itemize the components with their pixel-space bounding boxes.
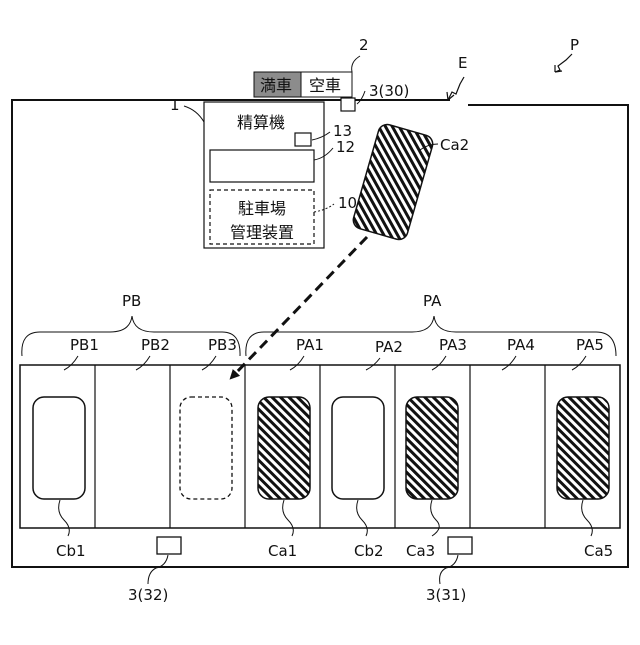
car-label-ca1: Ca1 (268, 542, 297, 560)
car-cb1 (33, 397, 85, 499)
reserved-space-outline (180, 397, 232, 499)
space-label-pa2: PA2 (375, 338, 403, 356)
display-panel (210, 150, 314, 182)
sensor-31-ref: 3(31) (426, 586, 466, 604)
car-ca1 (258, 397, 310, 499)
car-label-ca5: Ca5 (584, 542, 613, 560)
vacant-sign-text: 空車 (309, 76, 341, 95)
car-leader (357, 500, 368, 536)
full-sign-text: 満車 (260, 76, 292, 95)
sensor-32 (157, 537, 181, 554)
car-label-cb1: Cb1 (56, 542, 86, 560)
space-leader (64, 356, 78, 370)
movement-arrow (233, 237, 367, 376)
sensor-31-leader (440, 555, 458, 584)
space-leader (202, 356, 216, 370)
space-label-pa3: PA3 (439, 336, 467, 354)
machine-ref: 1 (170, 96, 180, 114)
manager-line1: 駐車場 (238, 199, 286, 218)
sign-leader (352, 56, 360, 72)
p-pointer (555, 54, 572, 72)
space-label-pb1: PB1 (70, 336, 99, 354)
car-leader (59, 500, 70, 536)
space-leader (432, 356, 446, 370)
car-leader (431, 500, 440, 536)
space-label-pa1: PA1 (296, 336, 324, 354)
sensor-31 (448, 537, 472, 554)
car-cb2 (332, 397, 384, 499)
sensor-30-ref: 3(30) (369, 82, 409, 100)
space-label-pb2: PB2 (141, 336, 170, 354)
space-label-pa5: PA5 (576, 336, 604, 354)
space-leader (366, 358, 380, 370)
space-leader (572, 356, 586, 370)
label-e: E (458, 54, 467, 72)
space-leader (502, 356, 516, 370)
e-pointer (448, 77, 464, 100)
sensor-32-leader (148, 555, 168, 584)
sensor-30-leader (357, 91, 365, 104)
car-leader (283, 500, 294, 536)
car-label-cb2: Cb2 (354, 542, 384, 560)
sign-ref: 2 (359, 36, 369, 54)
space-label-pa4: PA4 (507, 336, 535, 354)
car-ca3 (406, 397, 458, 499)
manager-ref: 10 (338, 194, 357, 212)
display-ref: 12 (336, 138, 355, 156)
machine-title: 精算機 (237, 113, 285, 132)
car-label-ca3: Ca3 (406, 542, 435, 560)
car-ca2 (351, 122, 435, 241)
space-label-pb3: PB3 (208, 336, 237, 354)
car-leader (582, 500, 593, 536)
group-pb-label: PB (122, 292, 141, 310)
space-leader (136, 356, 150, 370)
car-ca5 (557, 397, 609, 499)
small-unit-13 (295, 133, 311, 146)
sensor-30 (341, 98, 355, 111)
machine-leader (184, 106, 204, 122)
car-ca2-label: Ca2 (440, 136, 469, 154)
manager-line2: 管理装置 (230, 223, 294, 242)
space-leader (290, 356, 304, 370)
group-pa-label: PA (423, 292, 442, 310)
label-p: P (570, 36, 579, 54)
sensor-32-ref: 3(32) (128, 586, 168, 604)
